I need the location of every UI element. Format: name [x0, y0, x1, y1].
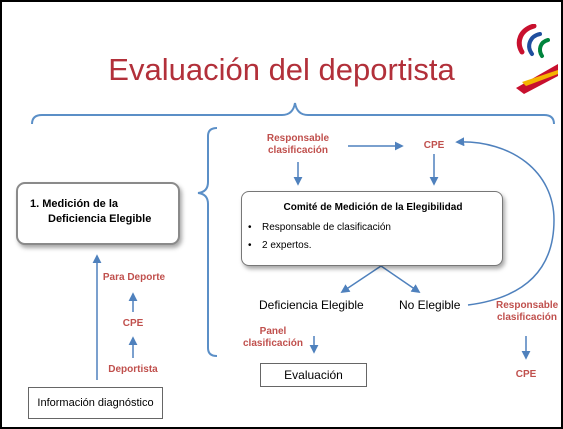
arrow-split-left	[340, 265, 382, 293]
deficiencia-elegible-label: Deficiencia Elegible	[259, 298, 364, 312]
info-diagnostico-box: Información diagnóstico	[28, 387, 163, 419]
responsable-right-label: Responsable clasificación	[496, 300, 559, 323]
logo-icon	[516, 24, 558, 94]
deportista-label: Deportista	[108, 364, 158, 375]
medicion-line2: Deficiencia Elegible	[48, 213, 152, 225]
top-brace	[31, 102, 555, 125]
comite-item: •Responsable de clasificación	[248, 222, 391, 233]
comite-title: Comité de Medición de la Elegibilidad	[283, 202, 463, 213]
cpe-right-label: CPE	[515, 369, 537, 380]
arrow-split-right	[380, 265, 421, 294]
cpe-top-label: CPE	[423, 140, 445, 151]
arrow-loop	[455, 137, 555, 306]
comite-item: •2 expertos.	[248, 240, 312, 251]
medicion-line1: 1. Medición de la	[30, 198, 119, 210]
para-deporte-label: Para Deporte	[102, 272, 166, 283]
cpe-left-label: CPE	[122, 318, 144, 329]
medicion-box: 1. Medición de la Deficiencia Elegible	[16, 182, 180, 245]
evaluacion-box: Evaluación	[260, 363, 367, 387]
panel-label: Panel clasificación	[242, 326, 304, 349]
comite-box: Comité de Medición de la Elegibilidad •R…	[241, 191, 503, 266]
responsable-top-label: Responsable clasificación	[266, 133, 330, 156]
no-elegible-label: No Elegible	[399, 298, 461, 312]
left-brace	[197, 127, 218, 357]
page-title: Evaluación del deportista	[108, 52, 455, 87]
